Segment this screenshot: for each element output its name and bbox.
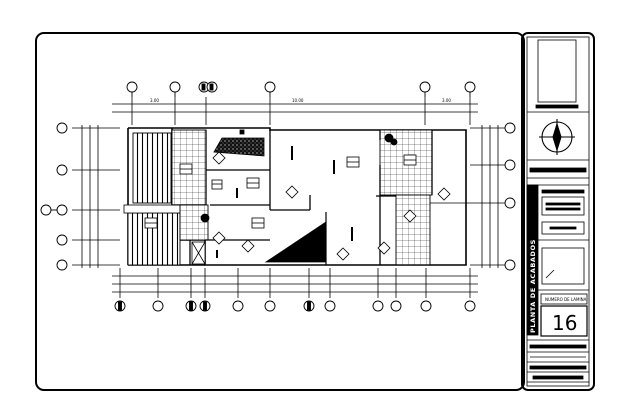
tiled-floor-right [379, 129, 433, 266]
vertical-title-band [526, 184, 539, 336]
sheet-label: NUMERO DE LAMINA [545, 297, 587, 302]
axis-bubbles-bottom [114, 300, 476, 312]
room-labels [216, 146, 353, 258]
sheet-label-box [540, 293, 588, 305]
vertical-sheet-title: PLANTA DE ACABADOS [529, 239, 537, 333]
north-arrow-icon [539, 119, 575, 155]
patio-area [213, 137, 265, 157]
svg-text:10.00: 10.00 [292, 98, 304, 103]
finish-tags [212, 151, 451, 261]
logo-box [537, 39, 577, 103]
dimension-lines-top: 3.00 10.00 3.00 [112, 97, 478, 125]
svg-text:3.00: 3.00 [442, 98, 451, 103]
sheet-number: 16 [552, 311, 577, 335]
stair-left-upper [132, 132, 172, 204]
floor-plan: 3.00 10.00 3.00 [40, 81, 516, 312]
axis-bubbles-left [40, 122, 68, 271]
dimension-lines-bottom [112, 268, 478, 298]
svg-text:3.00: 3.00 [150, 98, 159, 103]
stair-triangle [264, 212, 327, 265]
axis-bubbles-top [126, 81, 476, 97]
sheet-border [35, 32, 595, 391]
cross-box [191, 241, 206, 265]
title-block [526, 39, 589, 383]
sheet-number-box [540, 305, 588, 337]
room-tags [144, 154, 417, 229]
axis-bubbles-right [504, 122, 516, 271]
dimension-lines-sides [72, 125, 505, 268]
